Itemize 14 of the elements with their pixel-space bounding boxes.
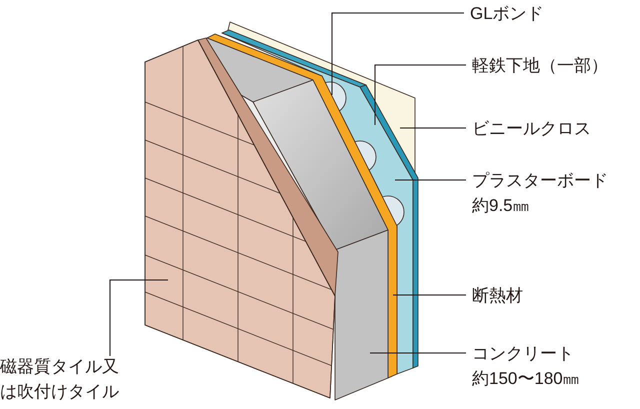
part-label: 断熱材 [472, 285, 523, 307]
leader-line [370, 352, 466, 354]
leader-line [374, 64, 466, 126]
part-label: プラスターボード [472, 170, 608, 192]
part-label: コンクリート [472, 343, 574, 365]
leader-line [392, 294, 466, 296]
part-label: GLボンド [470, 3, 544, 25]
part-label: ビニールクロス [472, 118, 591, 140]
part-label: 約9.5㎜ [472, 195, 530, 217]
leader-line [110, 280, 168, 356]
part-label: 軽鉄下地（一部） [472, 55, 608, 77]
part-label: 磁器質タイル又は吹付けタイル [0, 356, 120, 403]
part-label: 約150〜180㎜ [472, 368, 580, 390]
leader-line [332, 12, 464, 96]
